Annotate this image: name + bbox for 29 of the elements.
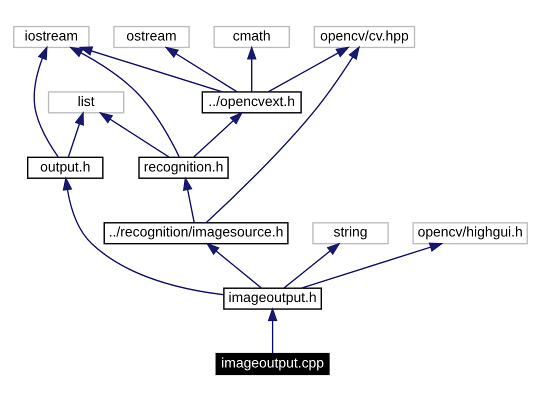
- arrow: [301, 242, 444, 289]
- arrow: [206, 46, 360, 223]
- node-box: imageoutput.h: [223, 287, 322, 310]
- arrow: [284, 242, 341, 289]
- arrow: [69, 46, 180, 158]
- node-box: list: [48, 91, 124, 114]
- node-box: opencv/highgui.h: [412, 222, 528, 244]
- arrow: [193, 112, 244, 158]
- arrow: [98, 112, 170, 158]
- arrow: [246, 46, 257, 92]
- node-box: iostream: [13, 26, 90, 48]
- arrow: [78, 46, 223, 93]
- node-box: output.h: [27, 156, 104, 179]
- node-box: string: [312, 222, 389, 244]
- node-box: ostream: [113, 26, 190, 48]
- node-box: ../recognition/imagesource.h: [104, 222, 289, 244]
- arrow: [206, 242, 262, 288]
- arrow: [68, 111, 84, 158]
- node-box: opencv/cv.hpp: [314, 26, 416, 48]
- arrow: [62, 176, 224, 296]
- arrow: [164, 46, 238, 92]
- node-box: cmath: [213, 26, 290, 48]
- node-box: ../opencvext.h: [202, 91, 302, 114]
- arrow: [34, 46, 59, 158]
- node-box: recognition.h: [138, 156, 229, 179]
- arrow: [268, 307, 278, 354]
- arrow: [268, 46, 350, 92]
- arrow: [182, 176, 195, 223]
- node-box: imageoutput.cpp: [216, 352, 330, 376]
